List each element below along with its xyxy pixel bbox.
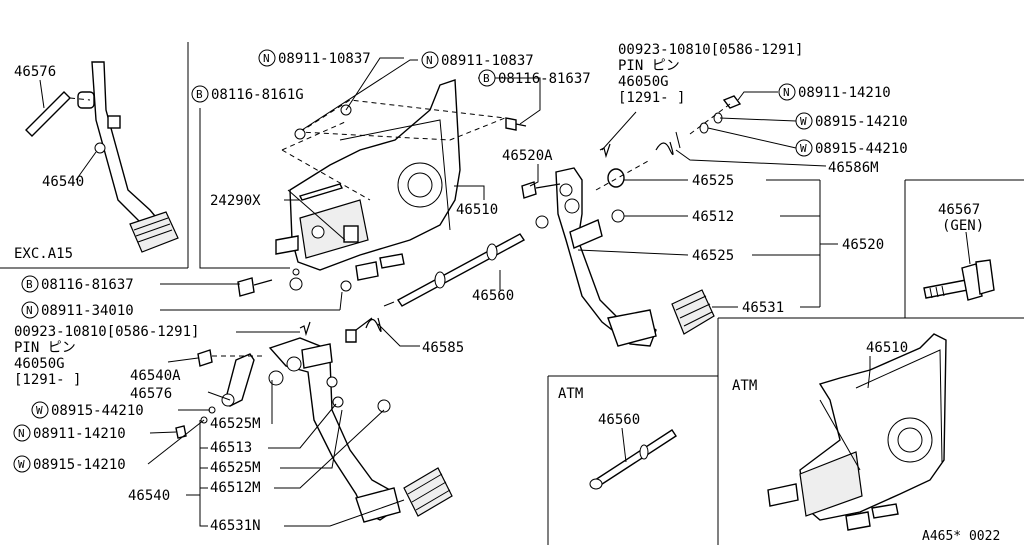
label-atm-b: ATM [732,378,757,394]
label-atm-a: ATM [558,386,583,402]
label-08116-81637-mid: 08116-81637 [41,277,134,293]
label-pin-mid-4: [1291- ] [14,372,81,388]
dashed-assembly-lines-top [281,99,506,201]
bolts-bracket-bottom [237,268,352,297]
label-pin-top-4: [1291- ] [618,90,685,106]
label-46586m: 46586M [828,160,879,176]
label-46510-atm: 46510 [866,340,908,356]
label-46540-top: 46540 [42,174,84,190]
callout-text: B [196,88,203,101]
callout-text: N [263,52,270,65]
callout-text: W [800,142,807,155]
fasteners-top [294,104,527,140]
callout-circle-n [778,83,796,101]
label-08915-44210-top: 08915-44210 [815,141,908,157]
callout-circle-n [21,301,39,319]
label-pin-top-2: PIN ピン [618,58,680,74]
callout-circle-n [258,49,276,67]
label-46531n: 46531N [210,518,261,534]
label-46540a: 46540A [130,368,181,384]
label-reference-code: A465* 0022 [922,529,1000,544]
spring-46585 [355,317,382,333]
link-46576 [175,349,262,439]
callout-text: B [483,72,490,85]
label-46512: 46512 [692,209,734,225]
callout-text: N [18,427,25,440]
callout-circle-w [795,139,813,157]
label-pin-mid-1: 00923-10810[0586-1291] [14,324,199,340]
label-46512m: 46512M [210,480,261,496]
label-46525m-b: 46525M [210,460,261,476]
label-46540-mid: 46540 [128,488,170,504]
callout-circle-w [13,455,31,473]
label-08915-44210-mid: 08915-44210 [51,403,144,419]
leader-lines [147,57,971,527]
label-pin-mid-2: PIN ピン [14,340,76,356]
callout-text: N [426,54,433,67]
pin-mid [299,321,311,337]
callout-circle-n [13,424,31,442]
washers-top-right [689,95,742,135]
label-46531: 46531 [742,300,784,316]
label-08911-14210-top: 08911-14210 [798,85,891,101]
label-46510: 46510 [456,202,498,218]
label-46525-b: 46525 [692,248,734,264]
label-08116-8161g: 08116-8161G [211,87,304,103]
part-labels: 46576 46540 EXC.A15 08911-10837 08911-10… [14,42,1000,544]
callout-text: W [800,115,807,128]
label-08915-14210-top: 08915-14210 [815,114,908,130]
panel-borders [0,42,1024,545]
label-gen: (GEN) [942,218,984,234]
shaft-46560 [383,233,526,307]
rod-24290x [299,183,343,201]
label-46525m-a: 46525M [210,416,261,432]
label-46513: 46513 [210,440,252,456]
label-pin-mid-3: 46050G [14,356,65,372]
label-46520a: 46520A [502,148,553,164]
label-08911-34010: 08911-34010 [41,303,134,319]
callout-circle-b [478,69,496,87]
label-exc-a15: EXC.A15 [14,246,73,262]
bushings-46525 [607,168,625,223]
label-46560: 46560 [472,288,514,304]
label-46525-a: 46525 [692,173,734,189]
pedal-46540 [268,329,401,523]
callout-circle-b [191,85,209,103]
inset-exc-a15-pedal [25,61,179,253]
callout-circle-n [421,51,439,69]
bolt-46567 [923,259,995,301]
label-46576-top: 46576 [14,64,56,80]
bracket-46510 [275,79,461,281]
label-08911-10837-b: 08911-10837 [441,53,534,69]
label-46585: 46585 [422,340,464,356]
pad-46531n [403,467,453,517]
callout-text: W [36,404,43,417]
label-46567: 46567 [938,202,980,218]
atm-bracket-46510 [767,333,947,531]
callout-text: B [26,278,33,291]
label-08911-14210-mid: 08911-14210 [33,426,126,442]
label-24290x: 24290X [210,193,261,209]
label-pin-top-3: 46050G [618,74,669,90]
label-08915-14210-mid: 08915-14210 [33,457,126,473]
label-46576-mid: 46576 [130,386,172,402]
label-pin-top-1: 00923-10810[0586-1291] [618,42,803,58]
pad-46531 [671,289,715,335]
label-46520: 46520 [842,237,884,253]
callout-circle-b [21,275,39,293]
callout-circle-w [795,112,813,130]
callout-circle-w [31,401,49,419]
atm-shaft-46560 [589,429,677,490]
label-08911-10837-a: 08911-10837 [278,51,371,67]
label-08116-81637-top: 08116-81637 [498,71,591,87]
spring-46586m [595,131,681,191]
callout-text: N [783,86,790,99]
label-46560-atm: 46560 [598,412,640,428]
pedal-46520 [521,167,657,347]
callout-text: N [26,304,33,317]
callout-text: W [18,458,25,471]
pin-top [599,143,611,159]
callout-symbols: N N B B N W W B N W N W [13,49,813,473]
